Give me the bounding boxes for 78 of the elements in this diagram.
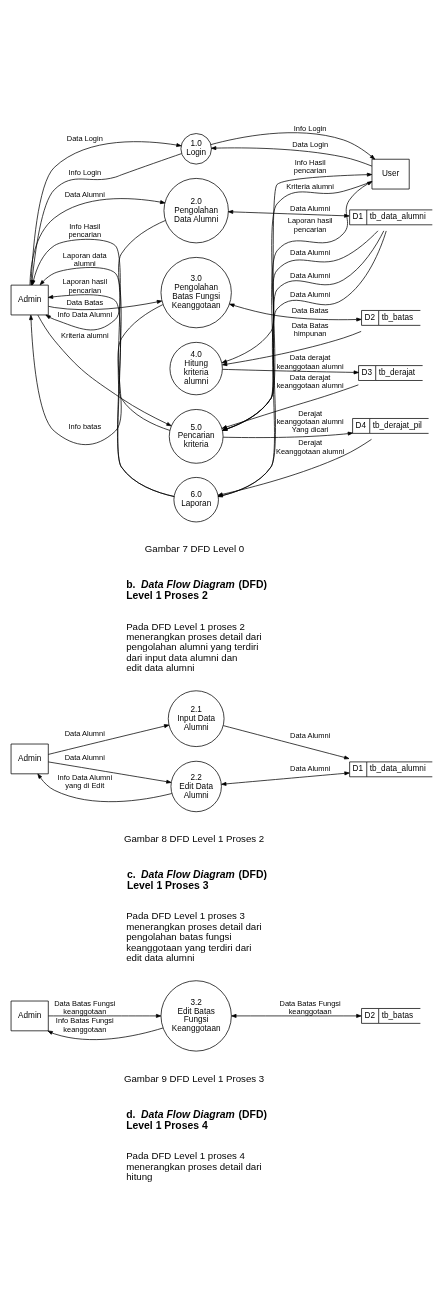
edge-label: Info batas bbox=[68, 421, 102, 431]
arrow bbox=[211, 145, 373, 166]
arrow bbox=[29, 303, 164, 445]
edge-label: Data Alumni bbox=[64, 189, 105, 199]
node-box: Admin bbox=[10, 743, 49, 774]
node-circle: 2.2 Edit Data Alumni bbox=[170, 760, 222, 812]
arrow bbox=[231, 1013, 362, 1018]
label: Pada DFD Level 1 proses 4 menerangkan proses detail dari hitung bbox=[126, 1149, 262, 1182]
arrow bbox=[222, 229, 385, 431]
edge-label: Info Login bbox=[68, 167, 102, 177]
arrow bbox=[222, 431, 353, 438]
arrow bbox=[221, 384, 359, 429]
edge-label: Laporan hasil pencarian bbox=[62, 276, 108, 295]
node-circle: 3.2 Edit Batas Fungsi Keanggotaan bbox=[160, 979, 232, 1051]
label: Gambar 7 DFD Level 0 bbox=[144, 542, 245, 554]
arrow bbox=[48, 723, 170, 755]
edge-label: Data Batas himpunan bbox=[291, 320, 329, 338]
node-box: Admin bbox=[10, 1000, 49, 1031]
label: d. Data Flow Diagram (DFD) Level 1 Proses 4 bbox=[126, 1108, 267, 1131]
edge-label: Data Alumni bbox=[290, 763, 331, 773]
arrow bbox=[222, 724, 350, 759]
arrow bbox=[228, 209, 350, 218]
edge-label: Laporan data alumni bbox=[62, 250, 107, 268]
arrow bbox=[47, 1027, 164, 1040]
node-circle: 4.0 Hitung kriteria alumni bbox=[169, 341, 223, 395]
edge-label: Data Alumni bbox=[64, 728, 105, 738]
node-box: User bbox=[371, 158, 410, 189]
arrow bbox=[210, 131, 376, 159]
edge-label: Data Batas Fungsi keanggotaan bbox=[54, 997, 116, 1016]
label: Pada DFD Level 1 proses 2 menerangkan proses detail dari pengolahan alumni yang terdiri dari input data alumni dan edit data alumni bbox=[126, 620, 262, 673]
label: c. Data Flow Diagram (DFD) Level 1 Proses 3 bbox=[126, 868, 267, 891]
edge-label: Info Hasil pencarian bbox=[68, 221, 102, 239]
edge-label: Data derajat keanggotaan alumni bbox=[276, 372, 344, 390]
arrow bbox=[48, 1013, 162, 1018]
edge-label: Data Alumni bbox=[290, 203, 331, 213]
edge-label: Derajat keanggotaan alumni Yang dicari bbox=[276, 408, 344, 434]
node-circle: 6.0 Laporan bbox=[173, 476, 219, 522]
edge-label: Data Alumni bbox=[290, 289, 331, 299]
edge-label: Data derajat keanggotaan alumni bbox=[276, 352, 344, 371]
edge-label: Data Batas Fungsi keanggotaan bbox=[279, 997, 341, 1016]
label: Gambar 9 DFD Level 1 Proses 3 bbox=[123, 1072, 265, 1084]
node-circle: 1.0 Login bbox=[180, 132, 212, 164]
label: Gambar 8 DFD Level 1 Proses 2 bbox=[123, 832, 265, 844]
edge-label: Data Alumni bbox=[290, 270, 331, 280]
arrow bbox=[48, 299, 163, 310]
edge-label: Data Alumni bbox=[290, 730, 331, 740]
node-circle: 3.0 Pengolahan Batas Fungsi Keanggotaan bbox=[160, 256, 232, 328]
arrow bbox=[48, 761, 172, 784]
edge-label: Data Batas bbox=[66, 297, 104, 307]
arrow bbox=[47, 293, 175, 497]
edge-label: Derajat Keanggotaan alumni bbox=[276, 437, 345, 455]
label: Pada DFD Level 1 proses 3 menerangkan proses detail dari pengolahan batas fungsi keanggotaan yang terdiri dari edit data alumni bbox=[126, 909, 262, 963]
node-circle: 2.1 Input Data Alumni bbox=[167, 689, 225, 747]
edge-label: Kriteria alumni bbox=[61, 330, 109, 340]
edge-label: Info Data Alumni bbox=[57, 309, 113, 319]
edge-label: Kriteria alumni bbox=[286, 181, 334, 191]
arrow bbox=[222, 330, 362, 366]
arrow bbox=[222, 368, 359, 374]
edge-label: Info Hasil pencarian bbox=[293, 157, 327, 175]
label: b. Data Flow Diagram (DFD) Level 1 Proses 2 bbox=[126, 578, 267, 601]
edge-label: Data Alumni bbox=[64, 752, 105, 762]
edge-label: Data Login bbox=[66, 133, 103, 143]
edge-label: Info Login bbox=[293, 123, 327, 133]
edge-label: Data Alumni bbox=[290, 247, 331, 257]
arrow bbox=[45, 219, 166, 330]
node-box: Admin bbox=[10, 284, 49, 315]
edge-label: Info Data Alumni yang di Edit bbox=[57, 772, 113, 790]
arrow bbox=[221, 229, 379, 363]
edge-label: Data Login bbox=[292, 139, 329, 149]
arrow bbox=[39, 266, 175, 497]
edge-label: Data Batas bbox=[291, 305, 329, 315]
edge-label: Laporan hasil pencarian bbox=[287, 215, 333, 234]
arrow bbox=[37, 314, 172, 426]
arrow bbox=[221, 770, 350, 786]
arrow bbox=[37, 773, 173, 802]
edge-label: Info Batas Fungsi keanggotaan bbox=[55, 1015, 114, 1034]
arrow bbox=[229, 303, 362, 321]
node-circle: 2.0 Pengolahan Data Alumni bbox=[163, 177, 229, 243]
